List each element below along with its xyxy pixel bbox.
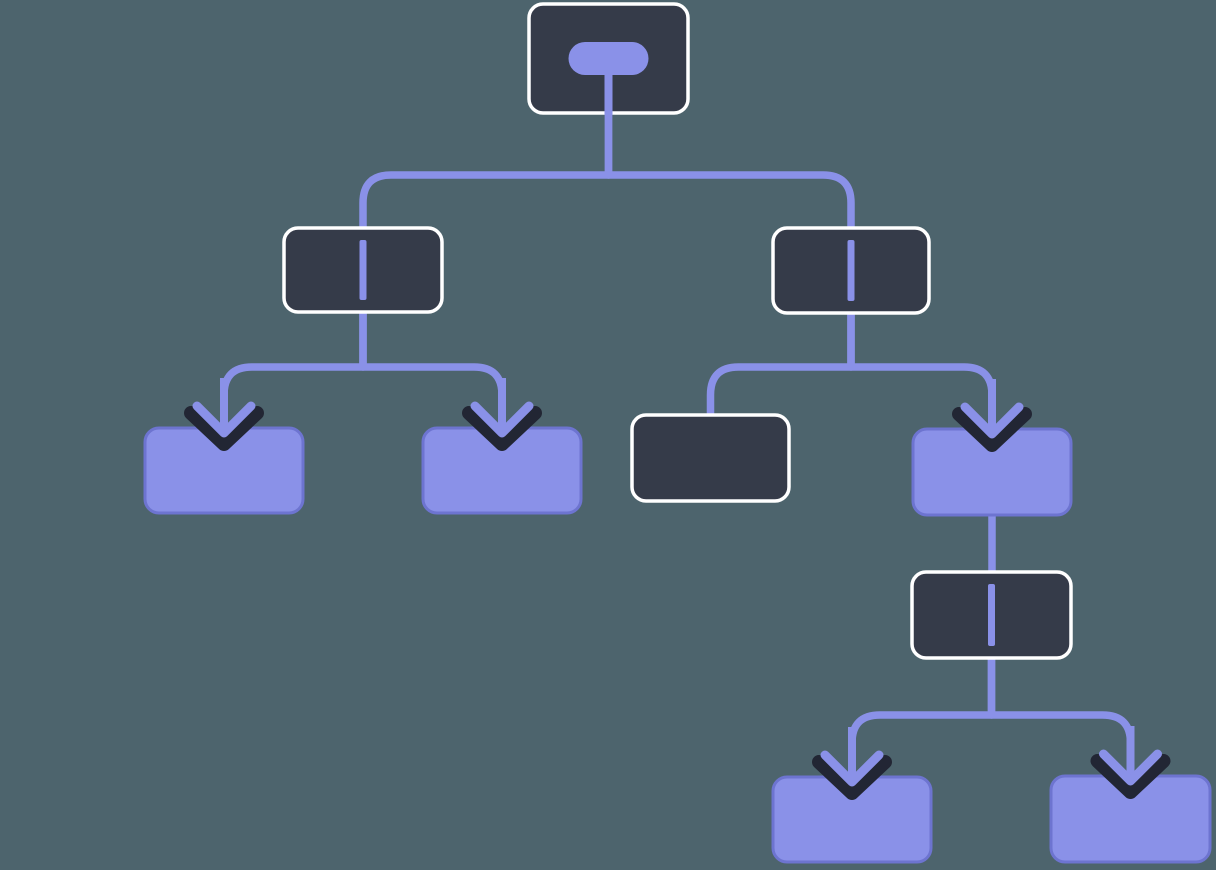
arrow-head-chevron [820, 750, 884, 787]
divider-placeholder-bar [359, 240, 367, 300]
arrow-head-chevron [1099, 749, 1162, 786]
arrow-down-icon [952, 379, 1032, 452]
arrow-shadow-chevron [184, 406, 264, 451]
divider-placeholder-bar [847, 240, 855, 301]
node-branch-left [282, 226, 444, 314]
arrow-down-icon [462, 378, 542, 451]
node-branch-right [771, 226, 931, 315]
text-placeholder-pill [568, 42, 649, 75]
arrow-head-chevron [470, 401, 534, 438]
connectors-layer [220, 111, 1135, 782]
nodes-layer [143, 2, 1212, 864]
arrow-down-icon [184, 378, 264, 451]
arrows-layer [184, 378, 1171, 800]
divider-placeholder-bar [988, 584, 995, 646]
arrow-shadow-chevron [462, 406, 542, 451]
arrow-shadow-chevron [952, 407, 1032, 452]
arrow-down-icon [1090, 726, 1171, 799]
node-node-middle-box [630, 413, 791, 503]
connector-root-to-branch-right [604, 111, 855, 232]
arrow-head-chevron [960, 402, 1024, 439]
arrow-head-chevron [192, 401, 256, 438]
connector-branch-right-to-node-middle [706, 311, 855, 419]
arrow-shadow-chevron [1090, 754, 1171, 799]
node-node-middle [630, 413, 791, 503]
arrow-down-icon [812, 727, 892, 800]
node-branch-lower [910, 570, 1073, 660]
arrow-shadow-chevron [812, 755, 892, 800]
connector-root-to-branch-left [359, 111, 613, 232]
connector-stem [604, 73, 613, 115]
node-root [527, 2, 690, 115]
